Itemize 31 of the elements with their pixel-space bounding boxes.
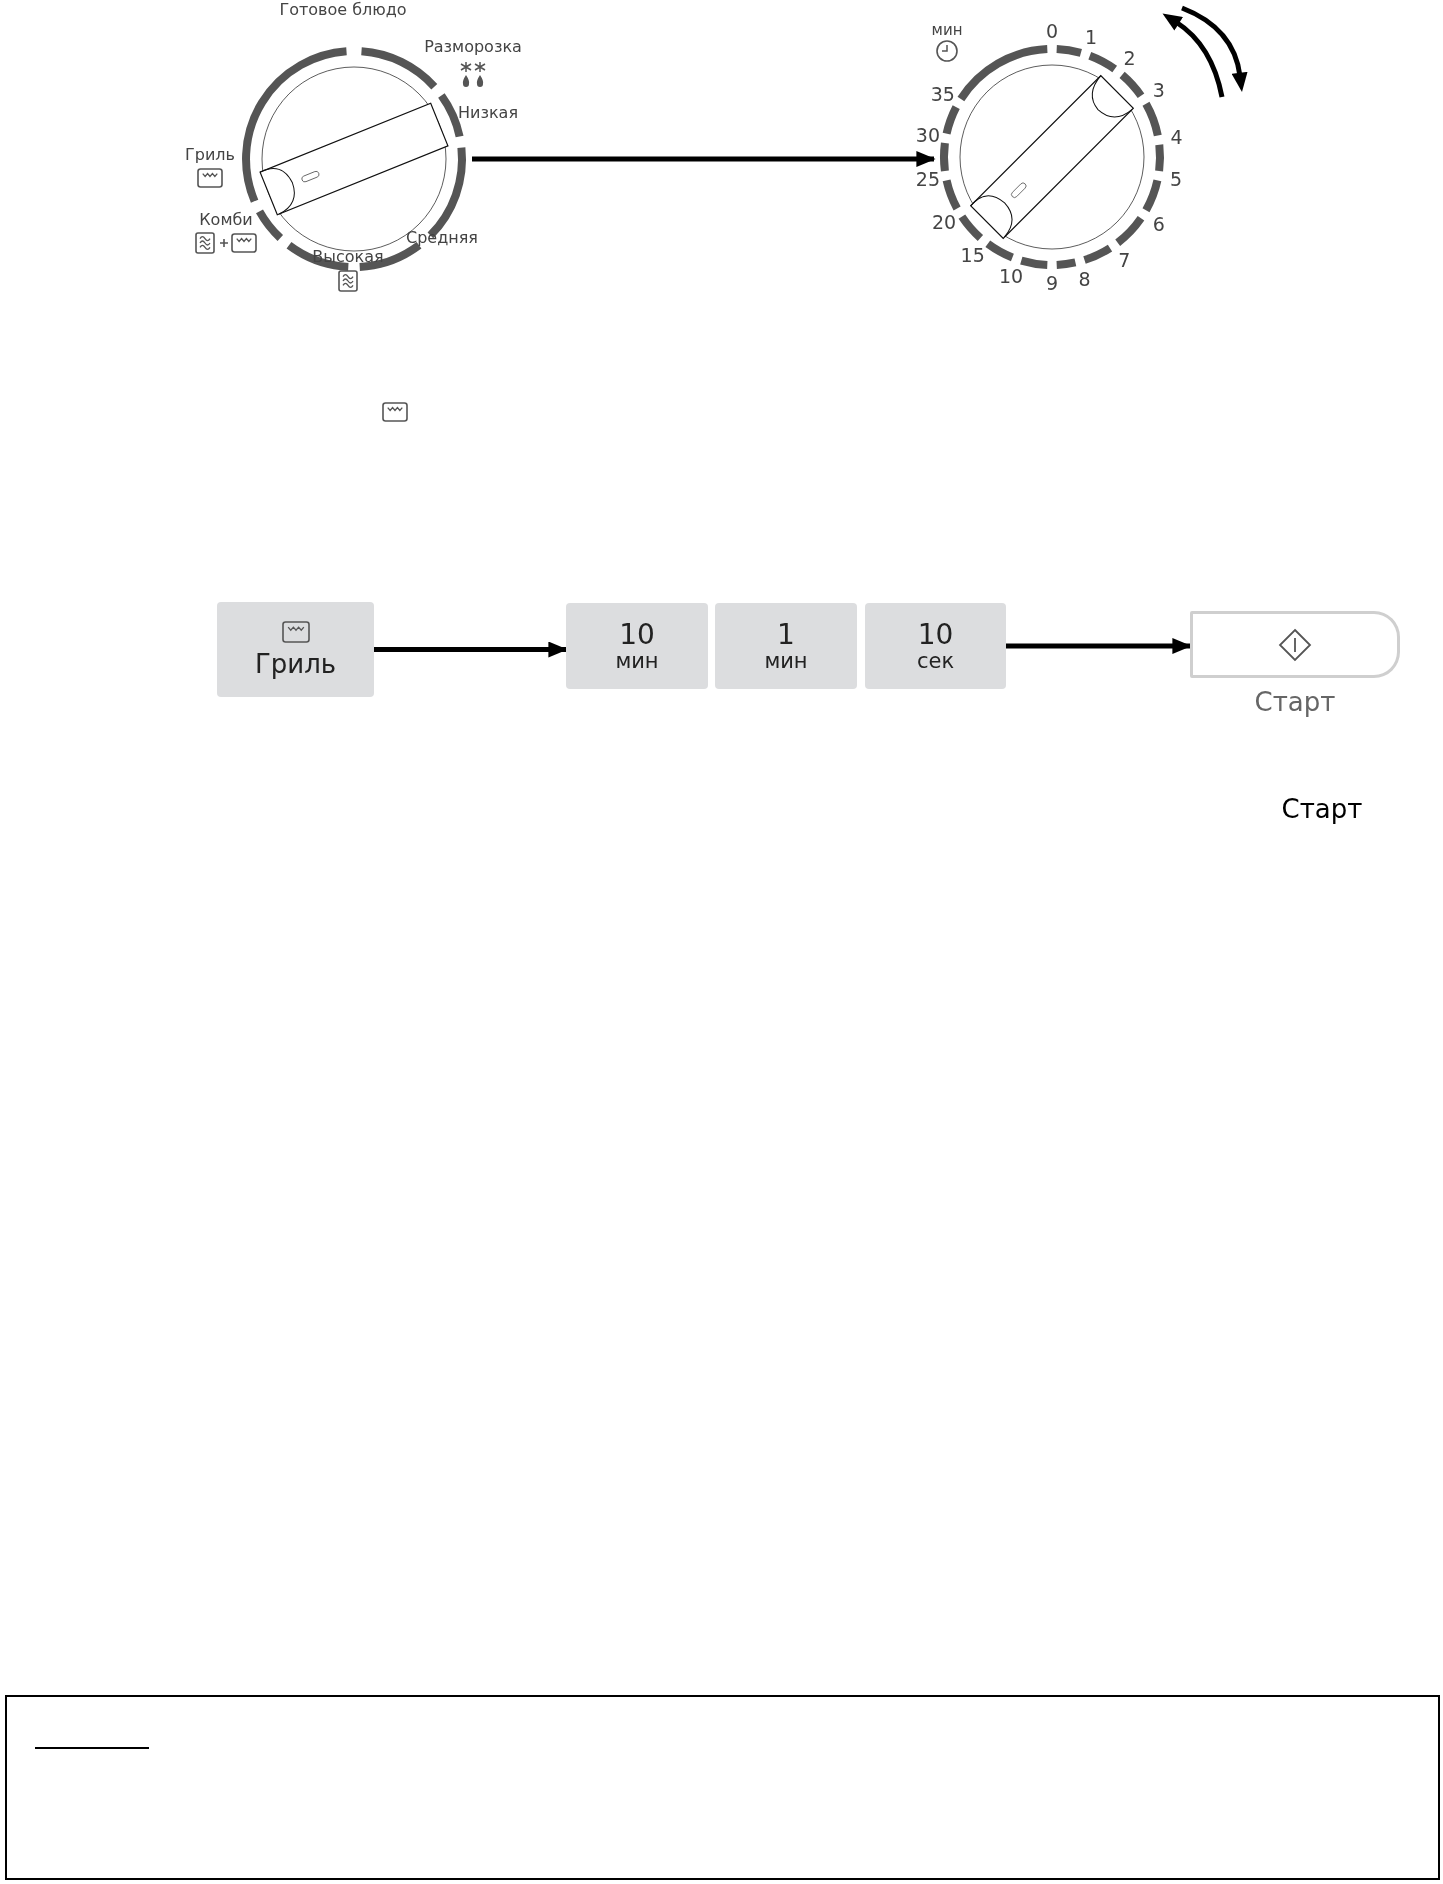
dial-label: Средняя: [406, 230, 478, 246]
dial-number: 10: [998, 266, 1024, 286]
dial-number: 30: [915, 125, 940, 145]
dial-number: 3: [1152, 80, 1165, 100]
dial-number: 4: [1170, 127, 1183, 147]
arrow: [472, 151, 936, 167]
dial-number: 2: [1123, 48, 1136, 68]
dial-number: 9: [1045, 273, 1059, 293]
time-button: 1 мин: [715, 603, 857, 689]
dial-number: 1: [1084, 27, 1097, 47]
time-button: 10 сек: [865, 603, 1006, 689]
dial-label: Комби: [199, 212, 253, 228]
dial-label: Низкая: [458, 105, 518, 121]
grill-button: Гриль: [217, 602, 374, 697]
dial-label: Гриль: [185, 147, 235, 163]
dial-number: 15: [960, 245, 985, 265]
dial-number: 25: [915, 169, 940, 189]
dial-label: Готовое блюдо: [279, 2, 407, 18]
time-button: 10 мин: [566, 603, 708, 689]
arrow: [1006, 638, 1192, 654]
dial-number: 35: [930, 84, 955, 104]
dial-label: Разморозка: [424, 39, 522, 55]
dial-number: 0: [1045, 21, 1059, 41]
arrow: [374, 641, 568, 658]
dial-number: 5: [1170, 169, 1183, 189]
key-name-text: Старт: [1281, 796, 1363, 822]
dial-number: 6: [1152, 214, 1165, 234]
dial-number: мин: [931, 22, 963, 38]
dial-number: 8: [1078, 269, 1091, 289]
dial-number: 7: [1118, 250, 1131, 270]
dial-number: 20: [931, 212, 957, 232]
